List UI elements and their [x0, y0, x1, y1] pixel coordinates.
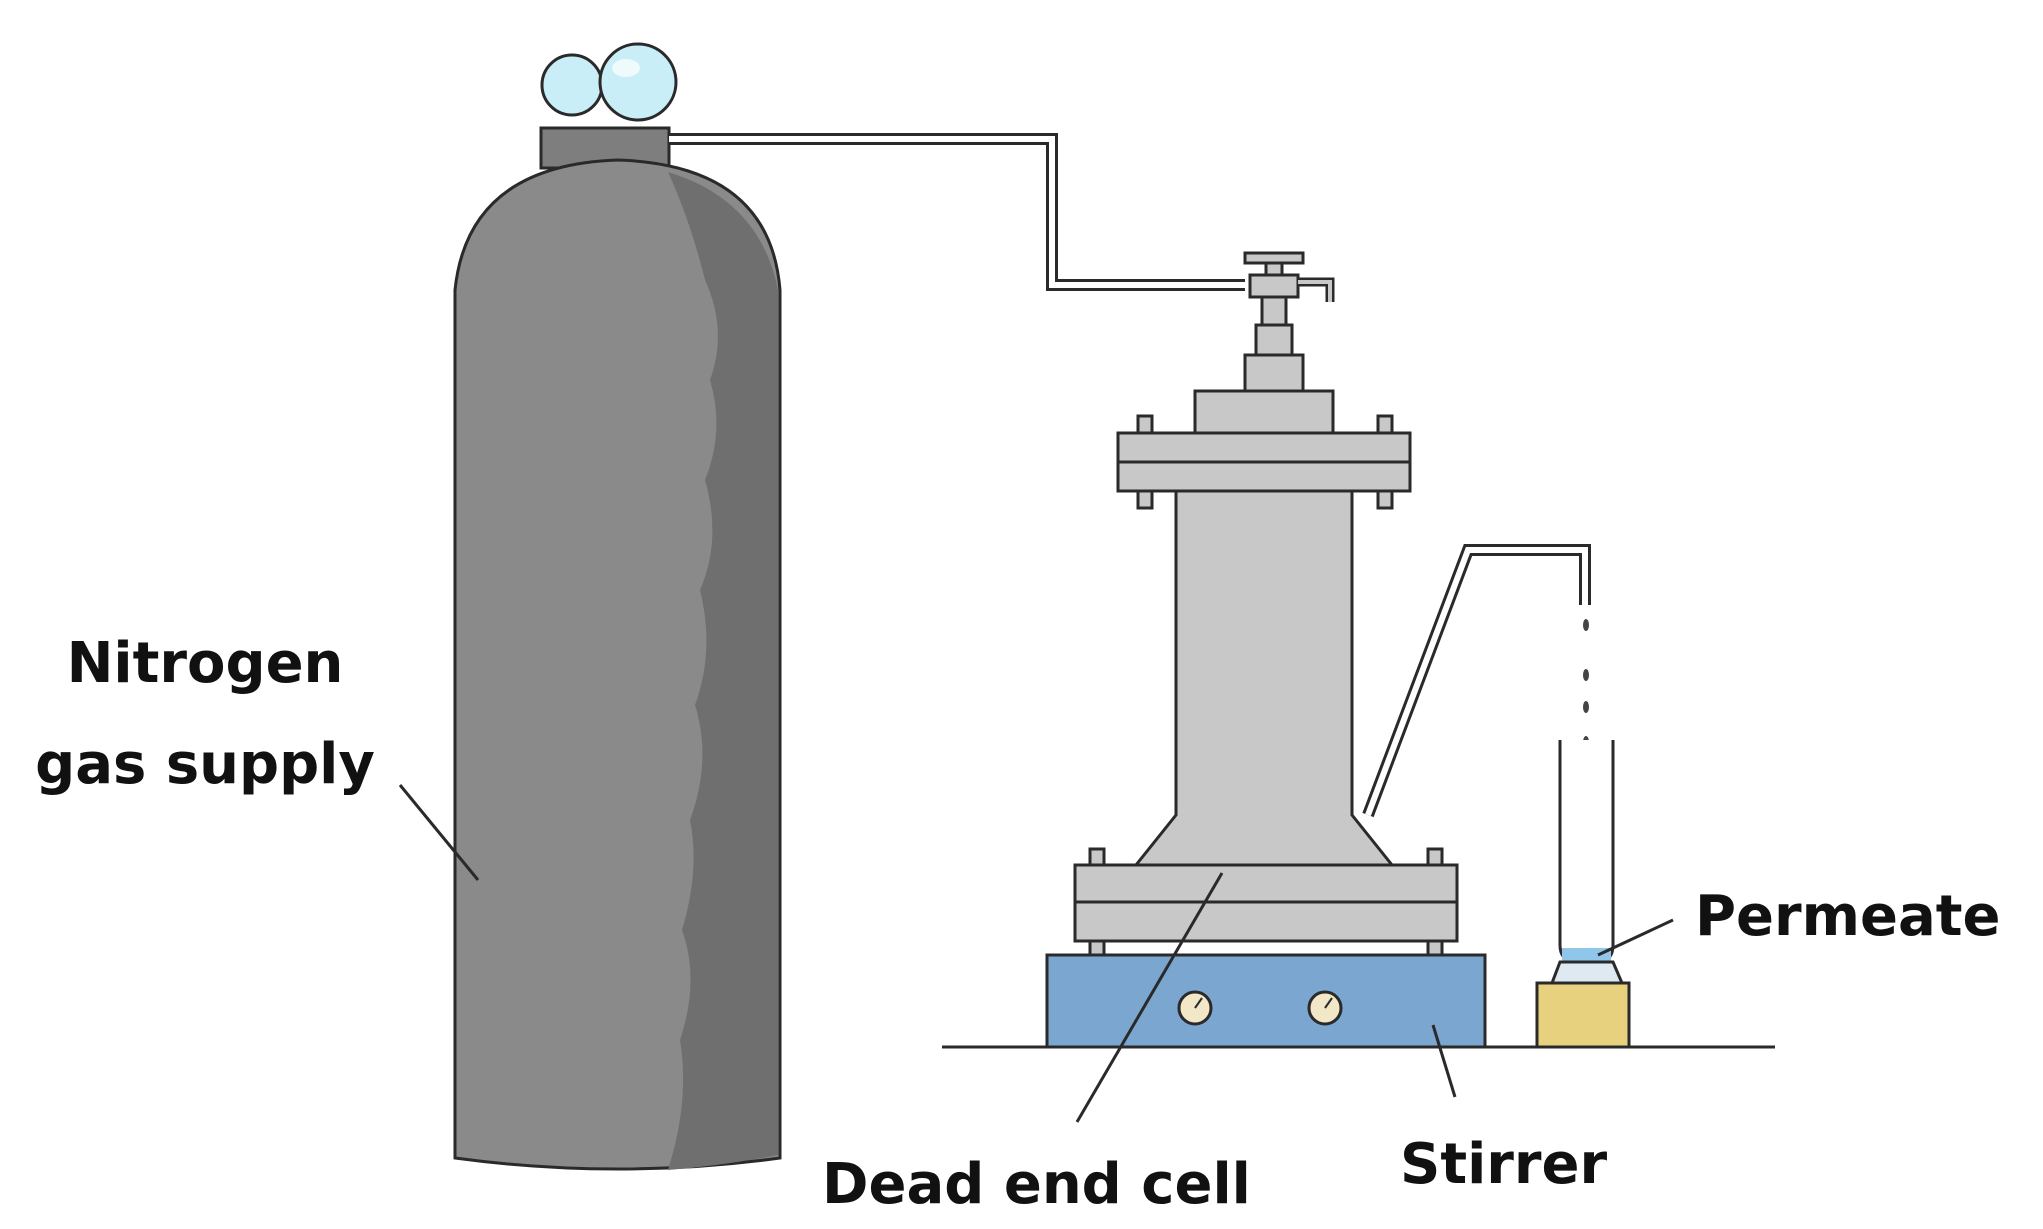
stirrer: [1045, 953, 1487, 1049]
stirrer-leader-line: [1431, 1024, 1457, 1098]
permeate-drop: [1583, 669, 1589, 681]
dead-end-cell: [1073, 389, 1459, 960]
permeate-liquid: [1562, 948, 1611, 962]
permeate-outlet-tube: [1362, 544, 1591, 818]
permeate-label: Permeate: [1695, 884, 2001, 949]
permeate-drop: [1583, 619, 1589, 631]
leader-lines: [398, 784, 1674, 1123]
nitrogen-label-line2: gas supply: [35, 732, 375, 797]
graduated-cylinder: [1558, 740, 1615, 964]
pressure-gauge-large-icon: [598, 42, 678, 122]
stirrer-base: [1045, 953, 1487, 1049]
nitrogen-label-line1: Nitrogen: [67, 631, 344, 696]
permeate-collector: [1535, 740, 1631, 1049]
permeate-leader-line: [1597, 918, 1674, 957]
nitrogen-cylinder: [453, 42, 782, 1171]
stirrer-label: Stirrer: [1400, 1132, 1608, 1197]
gas-line: [669, 133, 1245, 291]
beaker-stand: [1535, 981, 1631, 1049]
pressure-gauge-small-icon: [540, 53, 604, 117]
permeate-drop: [1583, 701, 1589, 713]
nitrogen-leader-line: [398, 784, 480, 881]
cell-valve: [1243, 251, 1335, 393]
dead-end-cell-label: Dead end cell: [822, 1152, 1251, 1217]
cylinder-shading: [668, 172, 778, 1170]
dead-end-cell-leader-line: [1075, 872, 1224, 1123]
